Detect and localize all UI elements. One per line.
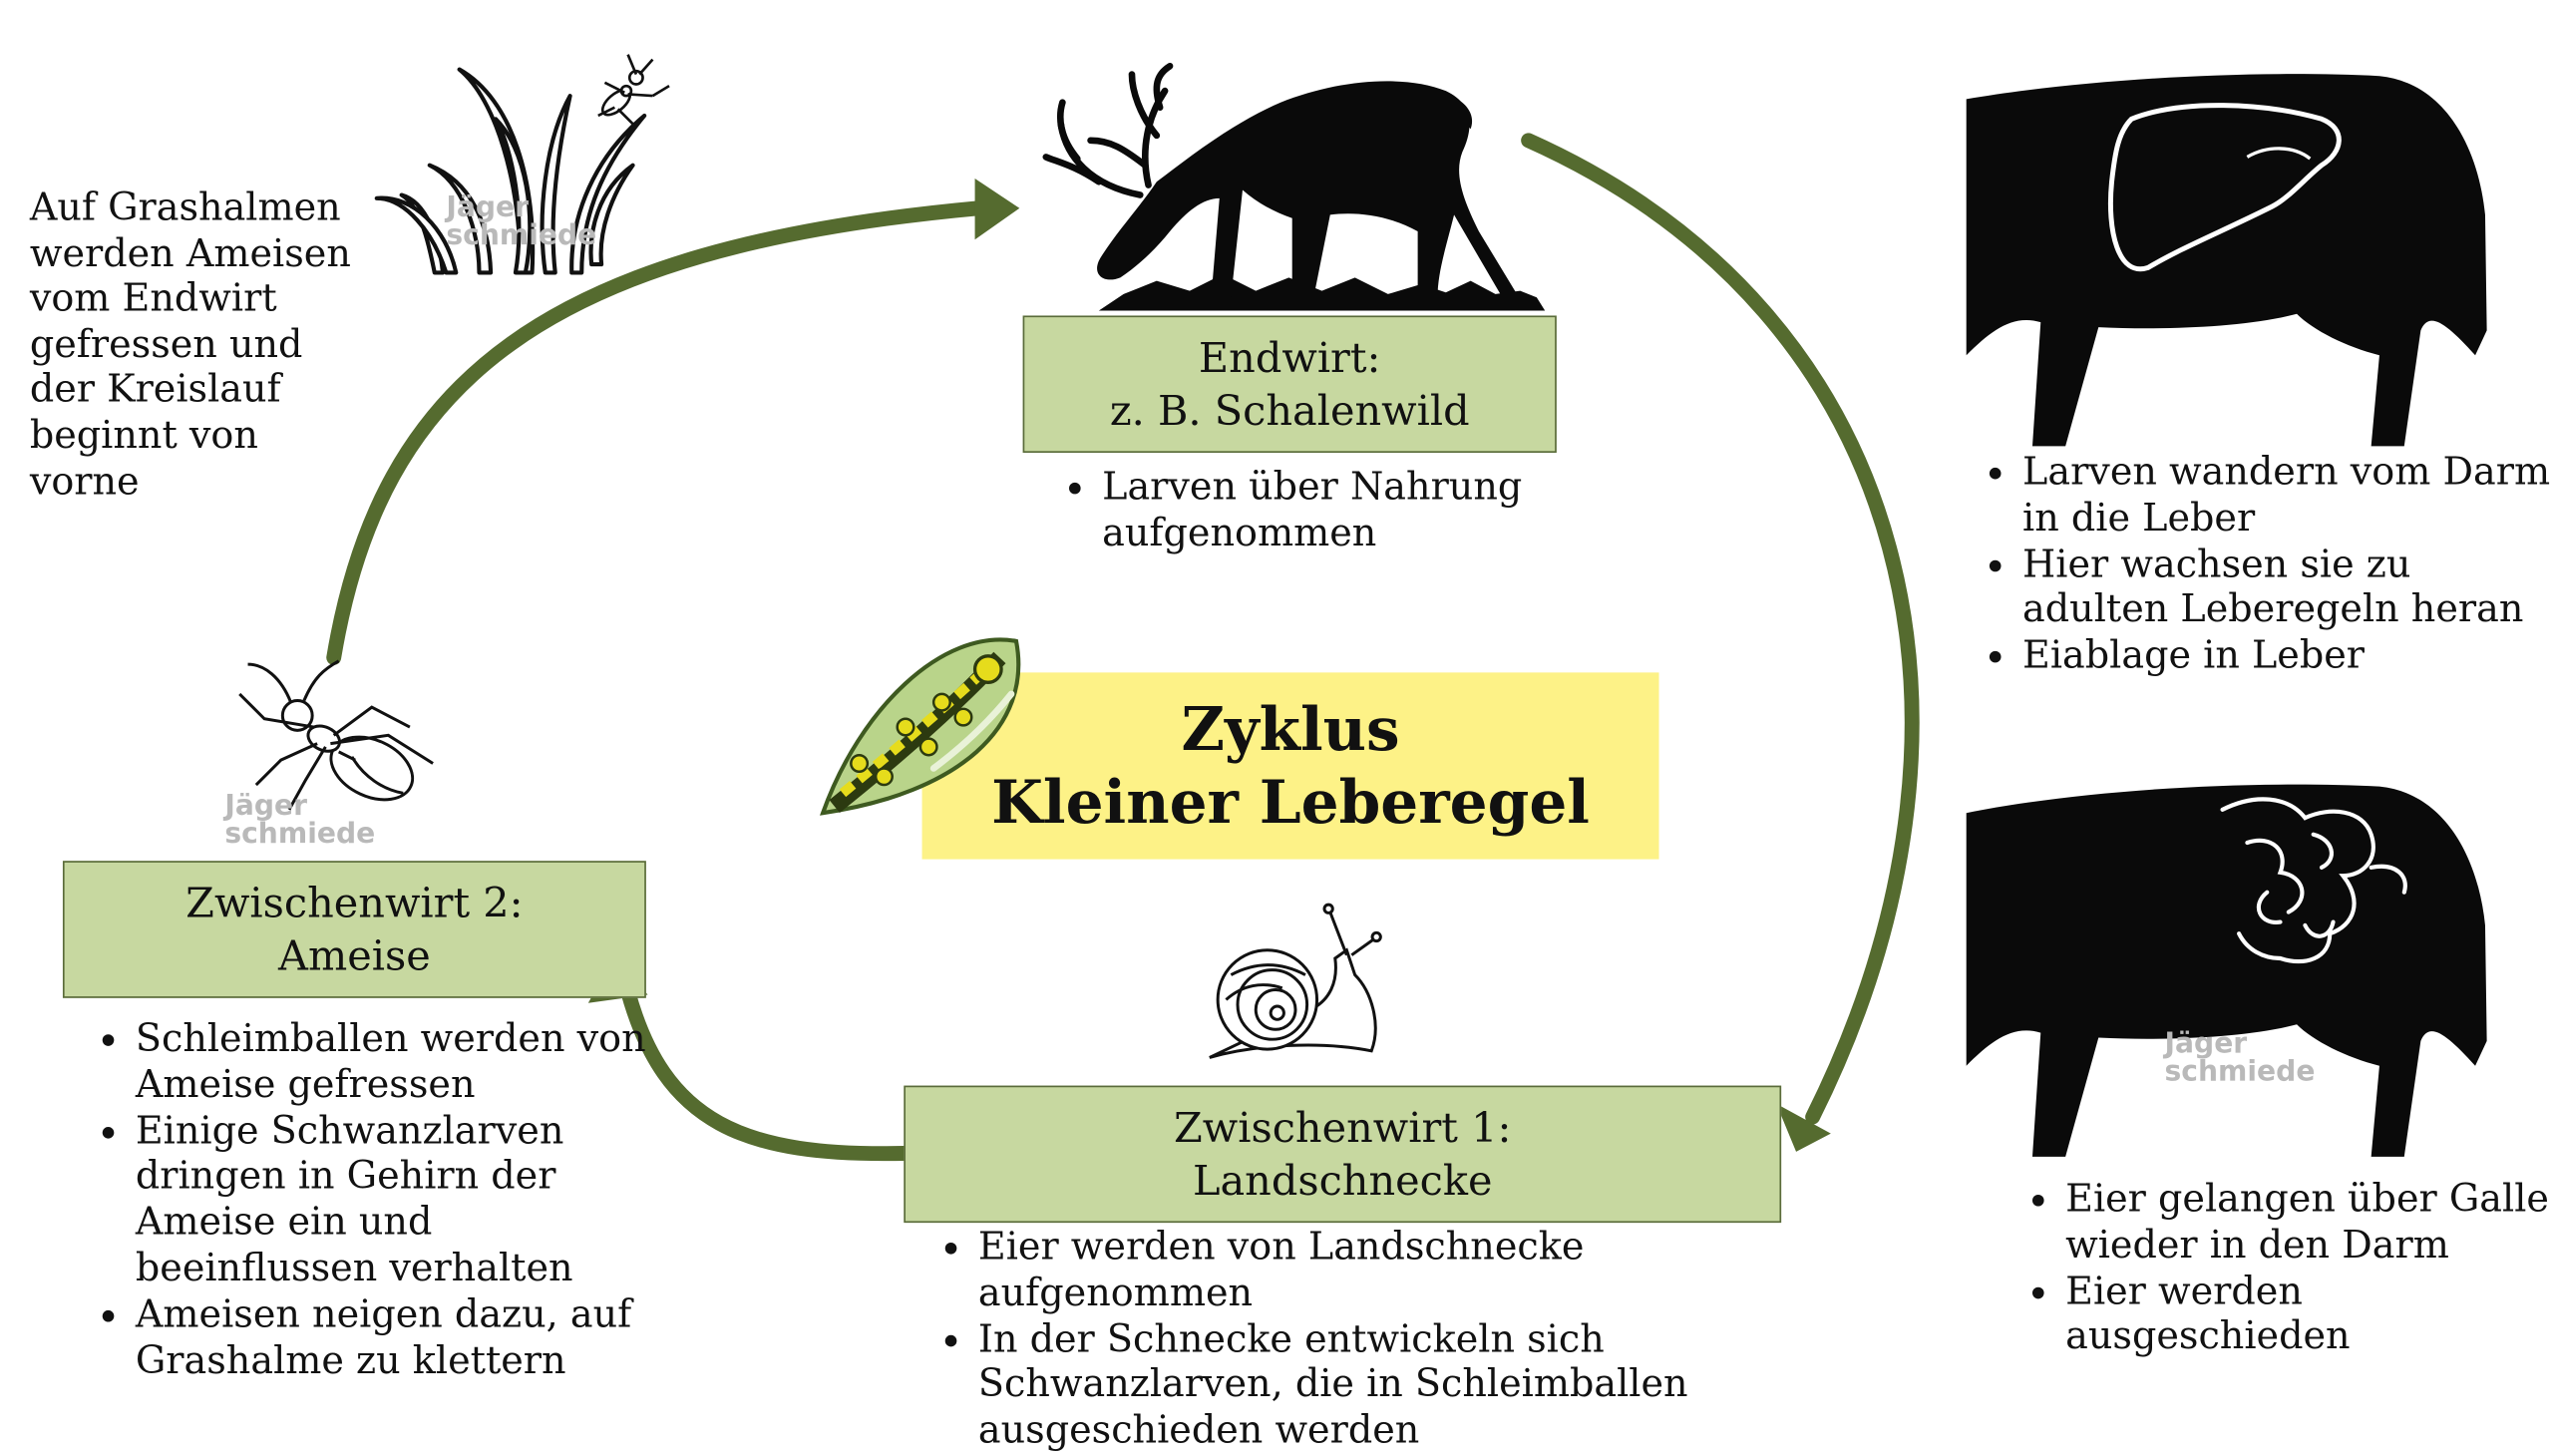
zwischenwirt2-title: Zwischenwirt 2: xyxy=(185,878,524,926)
zwischenwirt2-box: Zwischenwirt 2: Ameise xyxy=(62,861,646,998)
zwischenwirt1-subtitle: Landschnecke xyxy=(1192,1156,1493,1205)
list-item: Eiablage in Leber xyxy=(2022,635,2551,681)
zwischenwirt1-title: Zwischenwirt 1: xyxy=(1173,1102,1512,1152)
arrowhead-snail xyxy=(1776,1103,1831,1152)
gut-panel-bullets: Eier gelangen über Galle wieder in den D… xyxy=(2025,1178,2553,1361)
list-item: Eier gelangen über Galle wieder in den D… xyxy=(2065,1178,2553,1270)
list-item: Hier wachsen sie zu adulten Leberegeln h… xyxy=(2022,543,2551,634)
grass-note: Auf Grashalmen werden Ameisen vom Endwir… xyxy=(29,186,351,504)
endwirt-subtitle: z. B. Schalenwild xyxy=(1109,385,1470,434)
arrowhead-deer xyxy=(974,178,1020,240)
list-item: Einige Schwanzlarven dringen in Gehirn d… xyxy=(136,1110,681,1293)
zwischenwirt1-box: Zwischenwirt 1: Landschnecke xyxy=(904,1085,1782,1224)
arrow-deer-to-snail xyxy=(1521,133,1920,1125)
arrow-ant-to-deer xyxy=(326,200,986,665)
zwischenwirt2-subtitle: Ameise xyxy=(278,930,431,979)
arrow-snail-to-ant xyxy=(620,983,912,1162)
list-item: Larven wandern vom Darm in die Leber xyxy=(2022,451,2551,543)
endwirt-bullets: Larven über Nahrung aufgenommen xyxy=(1062,466,1614,557)
list-item: Eier werden von Landschnecke aufgenommen xyxy=(978,1226,1771,1317)
list-item: Schleimballen werden von Ameise gefresse… xyxy=(136,1018,681,1110)
endwirt-box: Endwirt: z. B. Schalenwild xyxy=(1022,315,1557,453)
zwischenwirt2-bullets: Schleimballen werden von Ameise gefresse… xyxy=(96,1018,681,1385)
cycle-title-line2: Kleiner Leberegel xyxy=(991,767,1590,838)
cycle-title-line1: Zyklus xyxy=(1181,694,1400,765)
list-item: Ameisen neigen dazu, auf Grashalme zu kl… xyxy=(136,1293,681,1385)
endwirt-title: Endwirt: xyxy=(1198,332,1381,381)
watermark: Jäger schmiede xyxy=(2164,1027,2316,1089)
cycle-title-box: Zyklus Kleiner Leberegel xyxy=(921,672,1659,860)
watermark: Jäger schmiede xyxy=(446,191,597,253)
watermark: Jäger schmiede xyxy=(224,789,376,852)
list-item: Larven über Nahrung aufgenommen xyxy=(1102,466,1615,557)
list-item: Eier werden ausgeschieden xyxy=(2065,1270,2553,1361)
liver-panel-bullets: Larven wandern vom Darm in die Leber Hie… xyxy=(1983,451,2551,680)
zwischenwirt1-bullets: Eier werden von Landschnecke aufgenommen… xyxy=(938,1226,1771,1455)
